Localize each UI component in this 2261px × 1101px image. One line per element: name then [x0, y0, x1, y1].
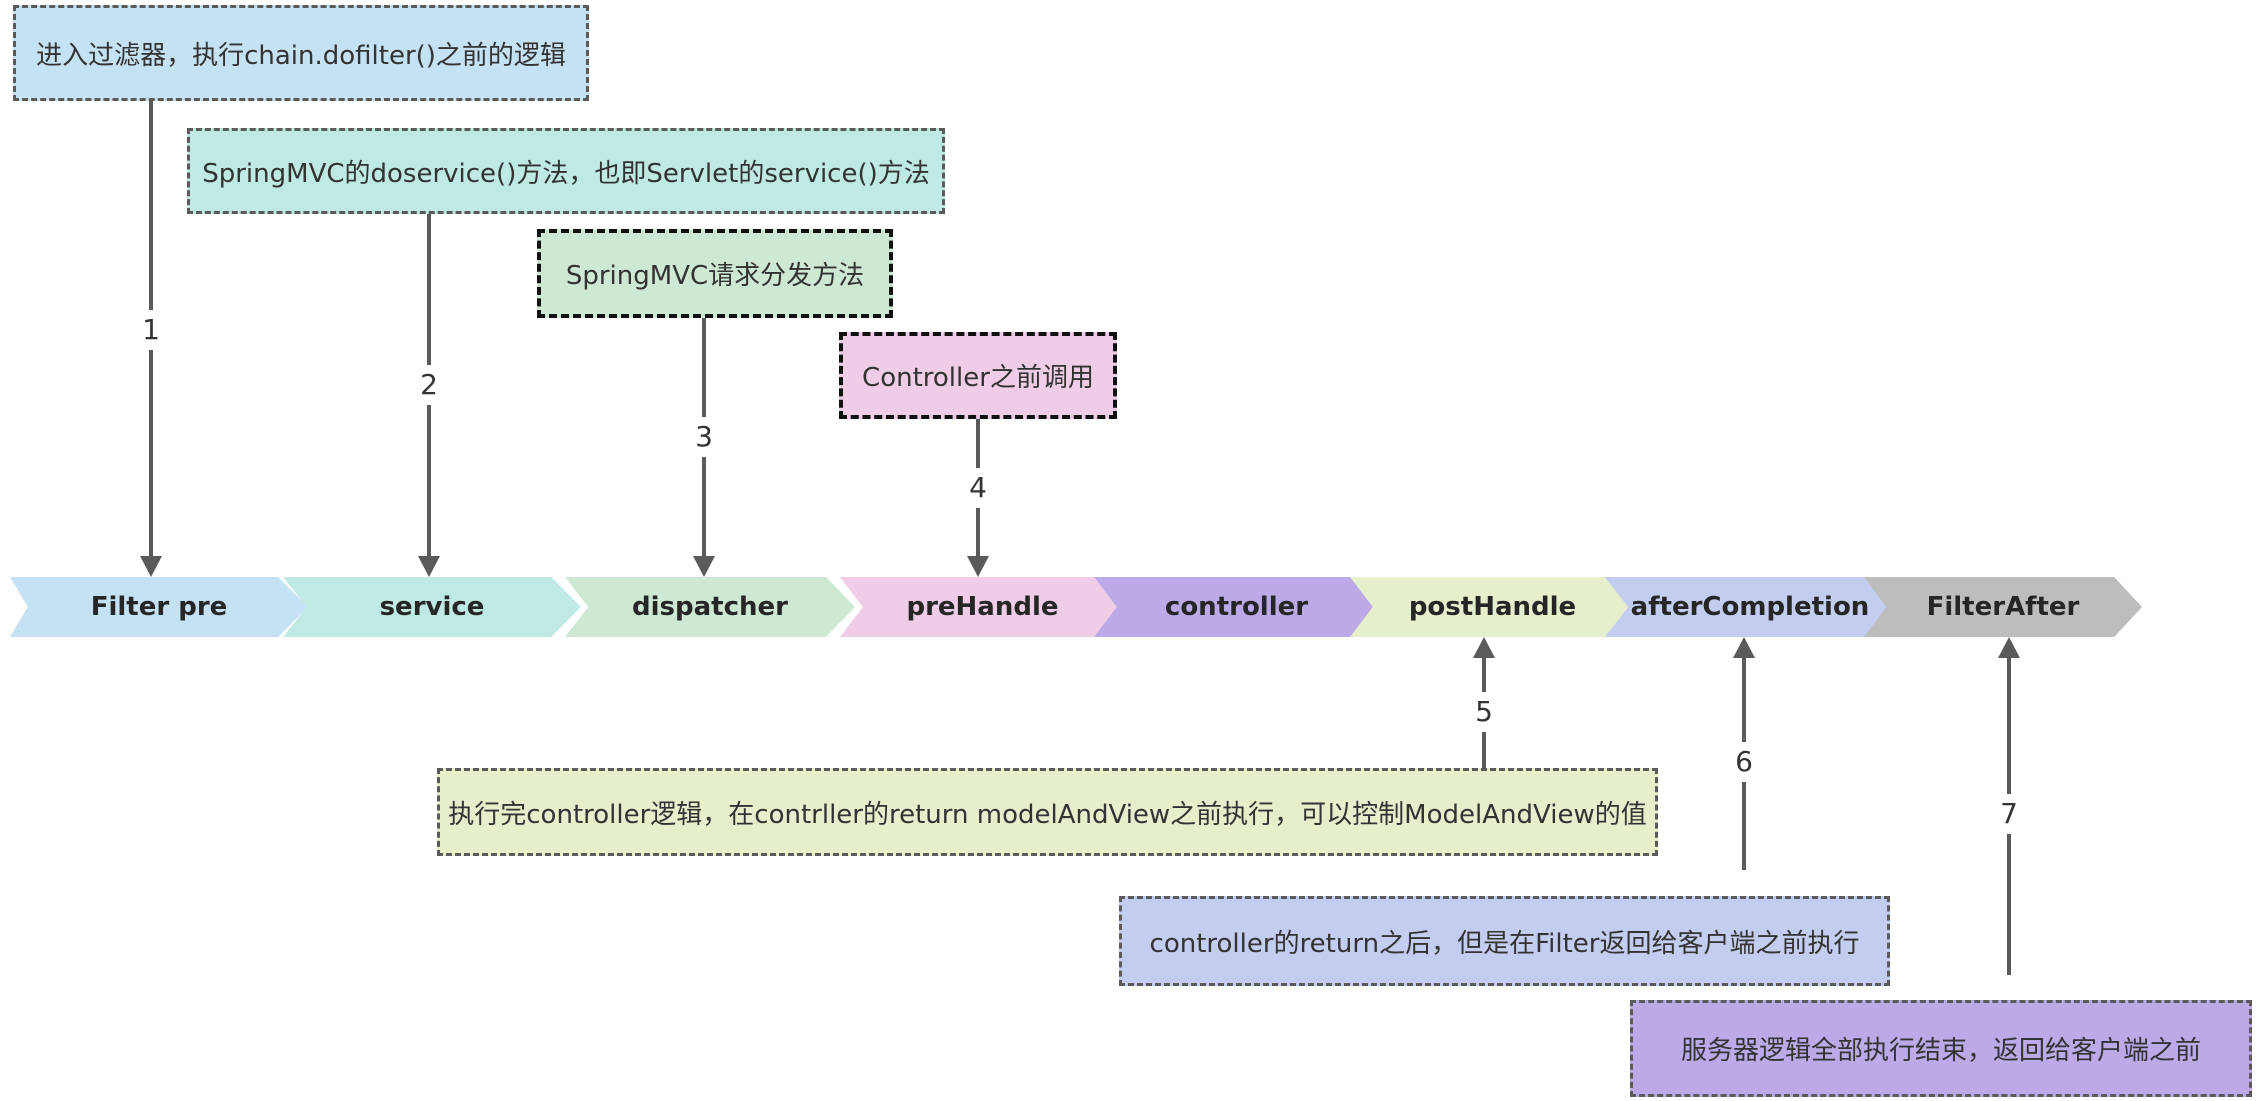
note-service: SpringMVC的doservice()方法，也即Servlet的servic… [187, 128, 945, 214]
stage-filter-pre: Filter pre [10, 577, 308, 637]
arrowhead-up-icon [1998, 637, 2020, 658]
step-number-6: 6 [1733, 742, 1755, 782]
arrowhead-up-icon [1473, 637, 1495, 658]
note-dispatcher: SpringMVC请求分发方法 [537, 229, 893, 318]
note-filter-pre: 进入过滤器，执行chain.dofilter()之前的逻辑 [13, 5, 589, 101]
note-filterafter: 服务器逻辑全部执行结束，返回给客户端之前 [1630, 1000, 2252, 1097]
note-prehandle: Controller之前调用 [839, 332, 1117, 419]
step-number-3: 3 [693, 417, 715, 457]
step-number-2: 2 [418, 365, 440, 405]
stage-prehandle: preHandle [840, 577, 1125, 637]
arrowhead-down-icon [967, 556, 989, 577]
arrowhead-down-icon [418, 556, 440, 577]
arrowhead-down-icon [693, 556, 715, 577]
step-number-5: 5 [1473, 692, 1495, 732]
note-aftercompletion: controller的return之后，但是在Filter返回给客户端之前执行 [1119, 896, 1890, 986]
stage-service: service [283, 577, 581, 637]
step-number-7: 7 [1998, 794, 2020, 834]
stage-aftercompletion: afterCompletion [1605, 577, 1895, 637]
step-number-4: 4 [967, 468, 989, 508]
note-posthandle: 执行完controller逻辑，在contrller的return modelA… [437, 768, 1658, 856]
stage-controller: controller [1094, 577, 1379, 637]
process-flow: Filter pre service dispatcher preHandle … [0, 577, 2261, 637]
stage-filterafter: FilterAfter [1864, 577, 2142, 637]
arrowhead-up-icon [1733, 637, 1755, 658]
arrowhead-down-icon [140, 556, 162, 577]
step-number-1: 1 [140, 310, 162, 350]
stage-posthandle: postHandle [1350, 577, 1635, 637]
stage-dispatcher: dispatcher [565, 577, 855, 637]
